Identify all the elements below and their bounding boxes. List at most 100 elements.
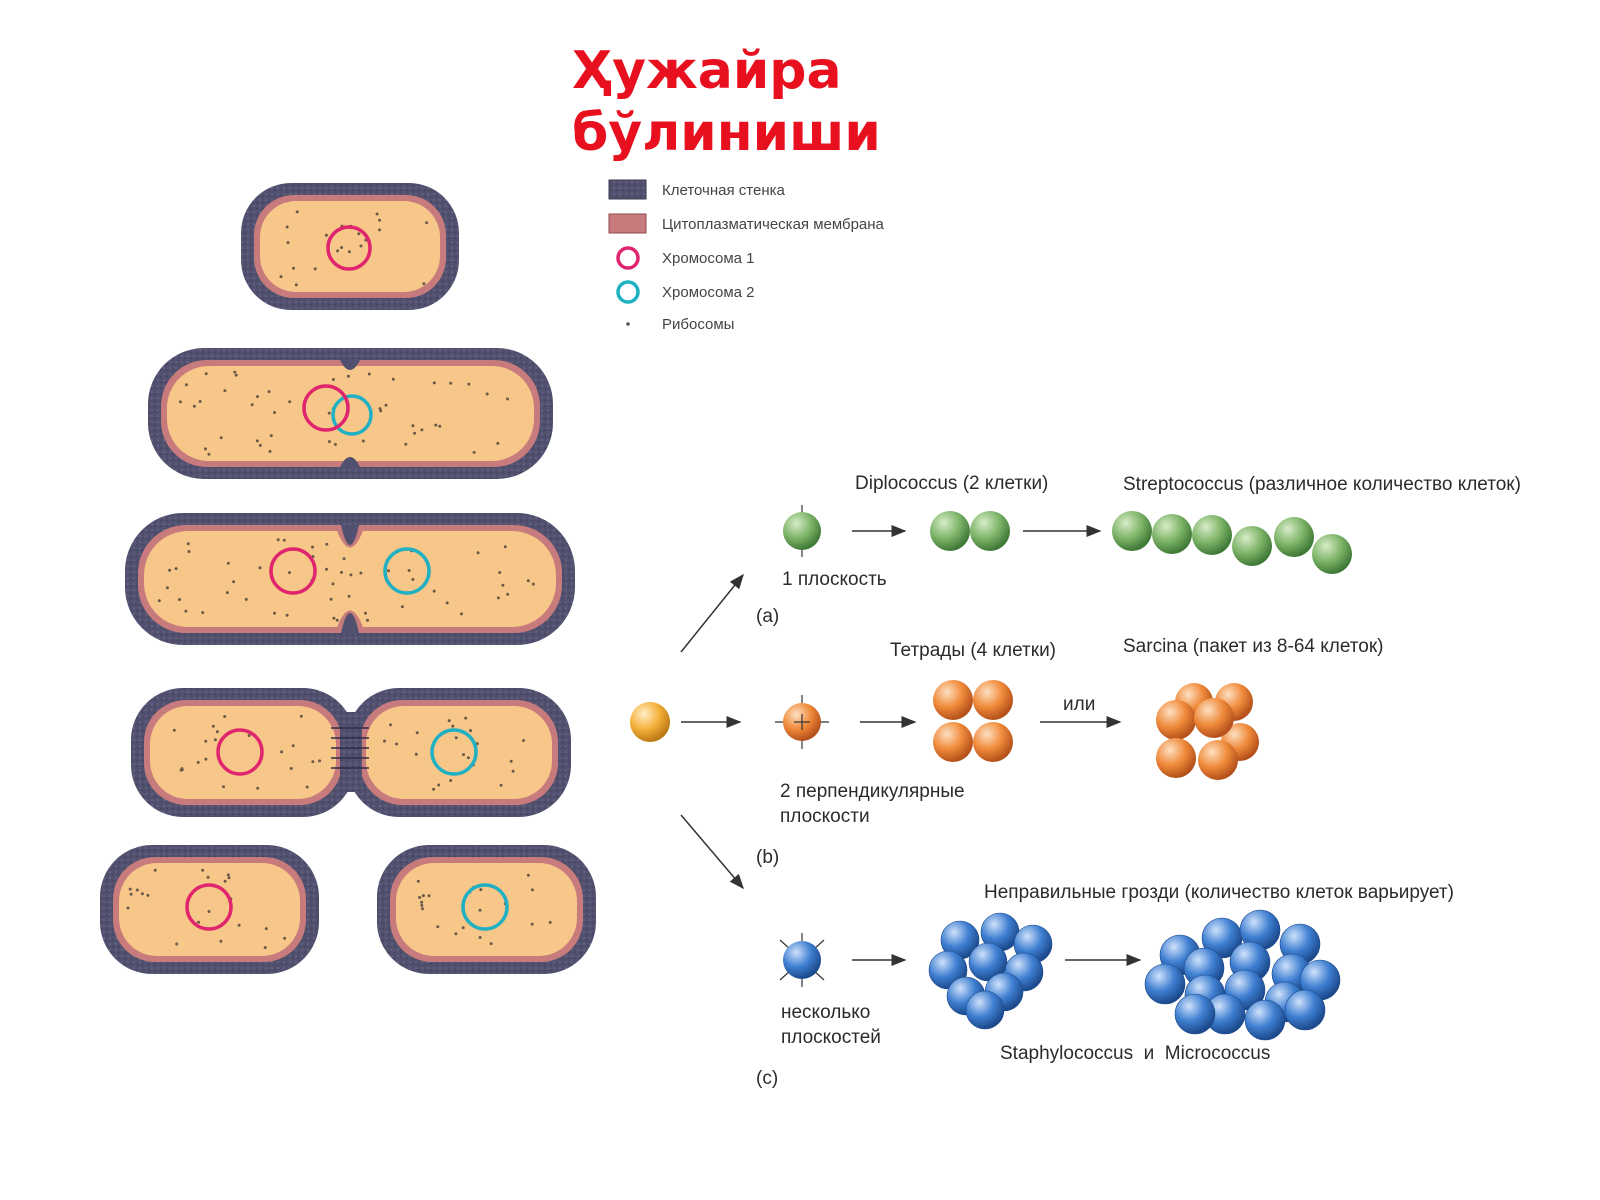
tetrad-cell bbox=[933, 722, 973, 762]
branch-b: Тетрады (4 клетки) или Sarcina (пакет из… bbox=[756, 636, 1383, 868]
chromosome-1 bbox=[185, 883, 233, 931]
ribosome-dot bbox=[349, 573, 353, 577]
ribosome-dot bbox=[511, 769, 515, 773]
ribosome-dot bbox=[269, 434, 273, 438]
tetrad-cell bbox=[973, 722, 1013, 762]
ribosome-dot bbox=[213, 738, 217, 742]
ribosome-dot bbox=[336, 249, 340, 253]
chromosome-1 bbox=[216, 728, 264, 776]
ribosome-dot bbox=[472, 450, 476, 454]
ribosome-dot bbox=[273, 611, 276, 615]
ribosome-dot bbox=[294, 283, 298, 287]
ribosome-dot bbox=[496, 596, 500, 600]
ribosome-dot bbox=[347, 250, 351, 254]
ribosome-dot bbox=[232, 580, 236, 584]
ribosome-dot bbox=[434, 423, 438, 427]
ribosome-dot bbox=[333, 442, 337, 446]
ribosome-dot bbox=[364, 611, 367, 615]
legend-membrane-label: Цитоплазматическая мембрана bbox=[662, 216, 885, 233]
ribosome-dot bbox=[324, 233, 328, 237]
ribosome-dot bbox=[485, 392, 489, 396]
ribosome-dot bbox=[233, 370, 237, 374]
ribosome-dot bbox=[404, 442, 408, 446]
ribosome-dot bbox=[292, 266, 295, 270]
ribosome-dot bbox=[204, 739, 208, 743]
ribosome-dot bbox=[227, 876, 231, 880]
ribosome-dot bbox=[172, 728, 176, 732]
ribosome-dot bbox=[273, 411, 276, 414]
diplococcus-cell bbox=[930, 511, 970, 551]
staphylococcus-cell bbox=[1284, 989, 1326, 1031]
ribosome-dot bbox=[268, 449, 272, 453]
ribosome-dot bbox=[384, 403, 388, 407]
ribosome-dot bbox=[263, 946, 267, 950]
staphylococcus-cell bbox=[965, 990, 1005, 1030]
ribosome-dot bbox=[447, 719, 451, 723]
ribosome-dot bbox=[178, 400, 182, 404]
ribosome-dot bbox=[276, 538, 280, 542]
streptococcus-cell bbox=[1312, 534, 1352, 574]
ribosome-dot bbox=[421, 907, 424, 911]
single-coccus-c bbox=[783, 941, 821, 979]
ribosome-dot bbox=[476, 551, 480, 555]
arrow-to-c bbox=[680, 814, 744, 890]
branch-c: Неправильные грозди (количество клеток в… bbox=[756, 882, 1454, 1089]
ribosome-dot bbox=[285, 225, 289, 229]
single-coccus-a bbox=[783, 512, 821, 550]
ribosome-dot bbox=[255, 439, 259, 443]
ribosome-dot bbox=[475, 742, 479, 746]
ribosome-dot bbox=[184, 609, 188, 613]
stage-4-cells bbox=[131, 688, 571, 817]
ribosome-dot bbox=[157, 599, 161, 603]
ribosome-dot bbox=[421, 894, 425, 898]
ribosome-dot bbox=[226, 561, 230, 565]
diplococcus-label: Diplococcus (2 клетки) bbox=[855, 473, 1048, 494]
ribosome-dot bbox=[467, 382, 471, 386]
ribosome-dot bbox=[279, 275, 283, 279]
ribosome-dot bbox=[501, 583, 505, 587]
ribosome-dot bbox=[223, 389, 227, 393]
ribosome-dot bbox=[250, 403, 254, 407]
ribosome-dot bbox=[331, 582, 335, 586]
ribosome-dot bbox=[288, 571, 291, 575]
ribosome-dot bbox=[454, 932, 458, 936]
ribosome-dot bbox=[359, 571, 363, 575]
legend-chromosome2-label: Хромосома 2 bbox=[662, 284, 755, 301]
plane-b-label-1: 2 перпендикулярные bbox=[780, 781, 965, 802]
ribosome-dot bbox=[258, 566, 262, 570]
ribosome-dot bbox=[244, 597, 248, 601]
ribosome-dot bbox=[280, 750, 284, 754]
ribosome-dot bbox=[503, 545, 507, 549]
ribosome-dot bbox=[215, 730, 219, 734]
ribosome-dot bbox=[413, 431, 417, 435]
ribosome-dot bbox=[153, 868, 157, 872]
plane-c-label-1: несколько bbox=[781, 1002, 870, 1023]
ribosome-dot bbox=[391, 377, 395, 381]
ribosome-dot bbox=[383, 739, 386, 743]
or-label: или bbox=[1063, 694, 1095, 715]
ribosome-dot bbox=[340, 570, 343, 574]
legend: Клеточная стенка Цитоплазматическая мемб… bbox=[608, 179, 885, 333]
ribosome-dot bbox=[180, 767, 184, 771]
ribosome-dot bbox=[207, 452, 211, 456]
ribosome-dot bbox=[387, 569, 390, 573]
ribosome-dot bbox=[347, 594, 351, 598]
ribosome-dot bbox=[256, 786, 260, 790]
ribosome-dot bbox=[530, 922, 534, 926]
tag-b: (b) bbox=[756, 847, 779, 868]
streptococcus-cell bbox=[1274, 517, 1314, 557]
ribosome-dot bbox=[342, 557, 346, 561]
staphylococcus-cell bbox=[968, 942, 1008, 982]
ribosome-dot bbox=[282, 538, 286, 542]
ribosome-dot bbox=[196, 760, 200, 764]
ribosome-dot bbox=[283, 936, 287, 940]
ribosome-dot bbox=[427, 894, 431, 898]
ribosome-dot bbox=[464, 716, 468, 720]
plane-c-label-2: плоскостей bbox=[781, 1027, 881, 1048]
ribosome-dot bbox=[211, 724, 215, 728]
arrow-to-a bbox=[680, 573, 744, 653]
ribosome-dot bbox=[449, 381, 453, 385]
ribosome-dot bbox=[318, 759, 322, 763]
ribosome-dot bbox=[420, 900, 424, 904]
